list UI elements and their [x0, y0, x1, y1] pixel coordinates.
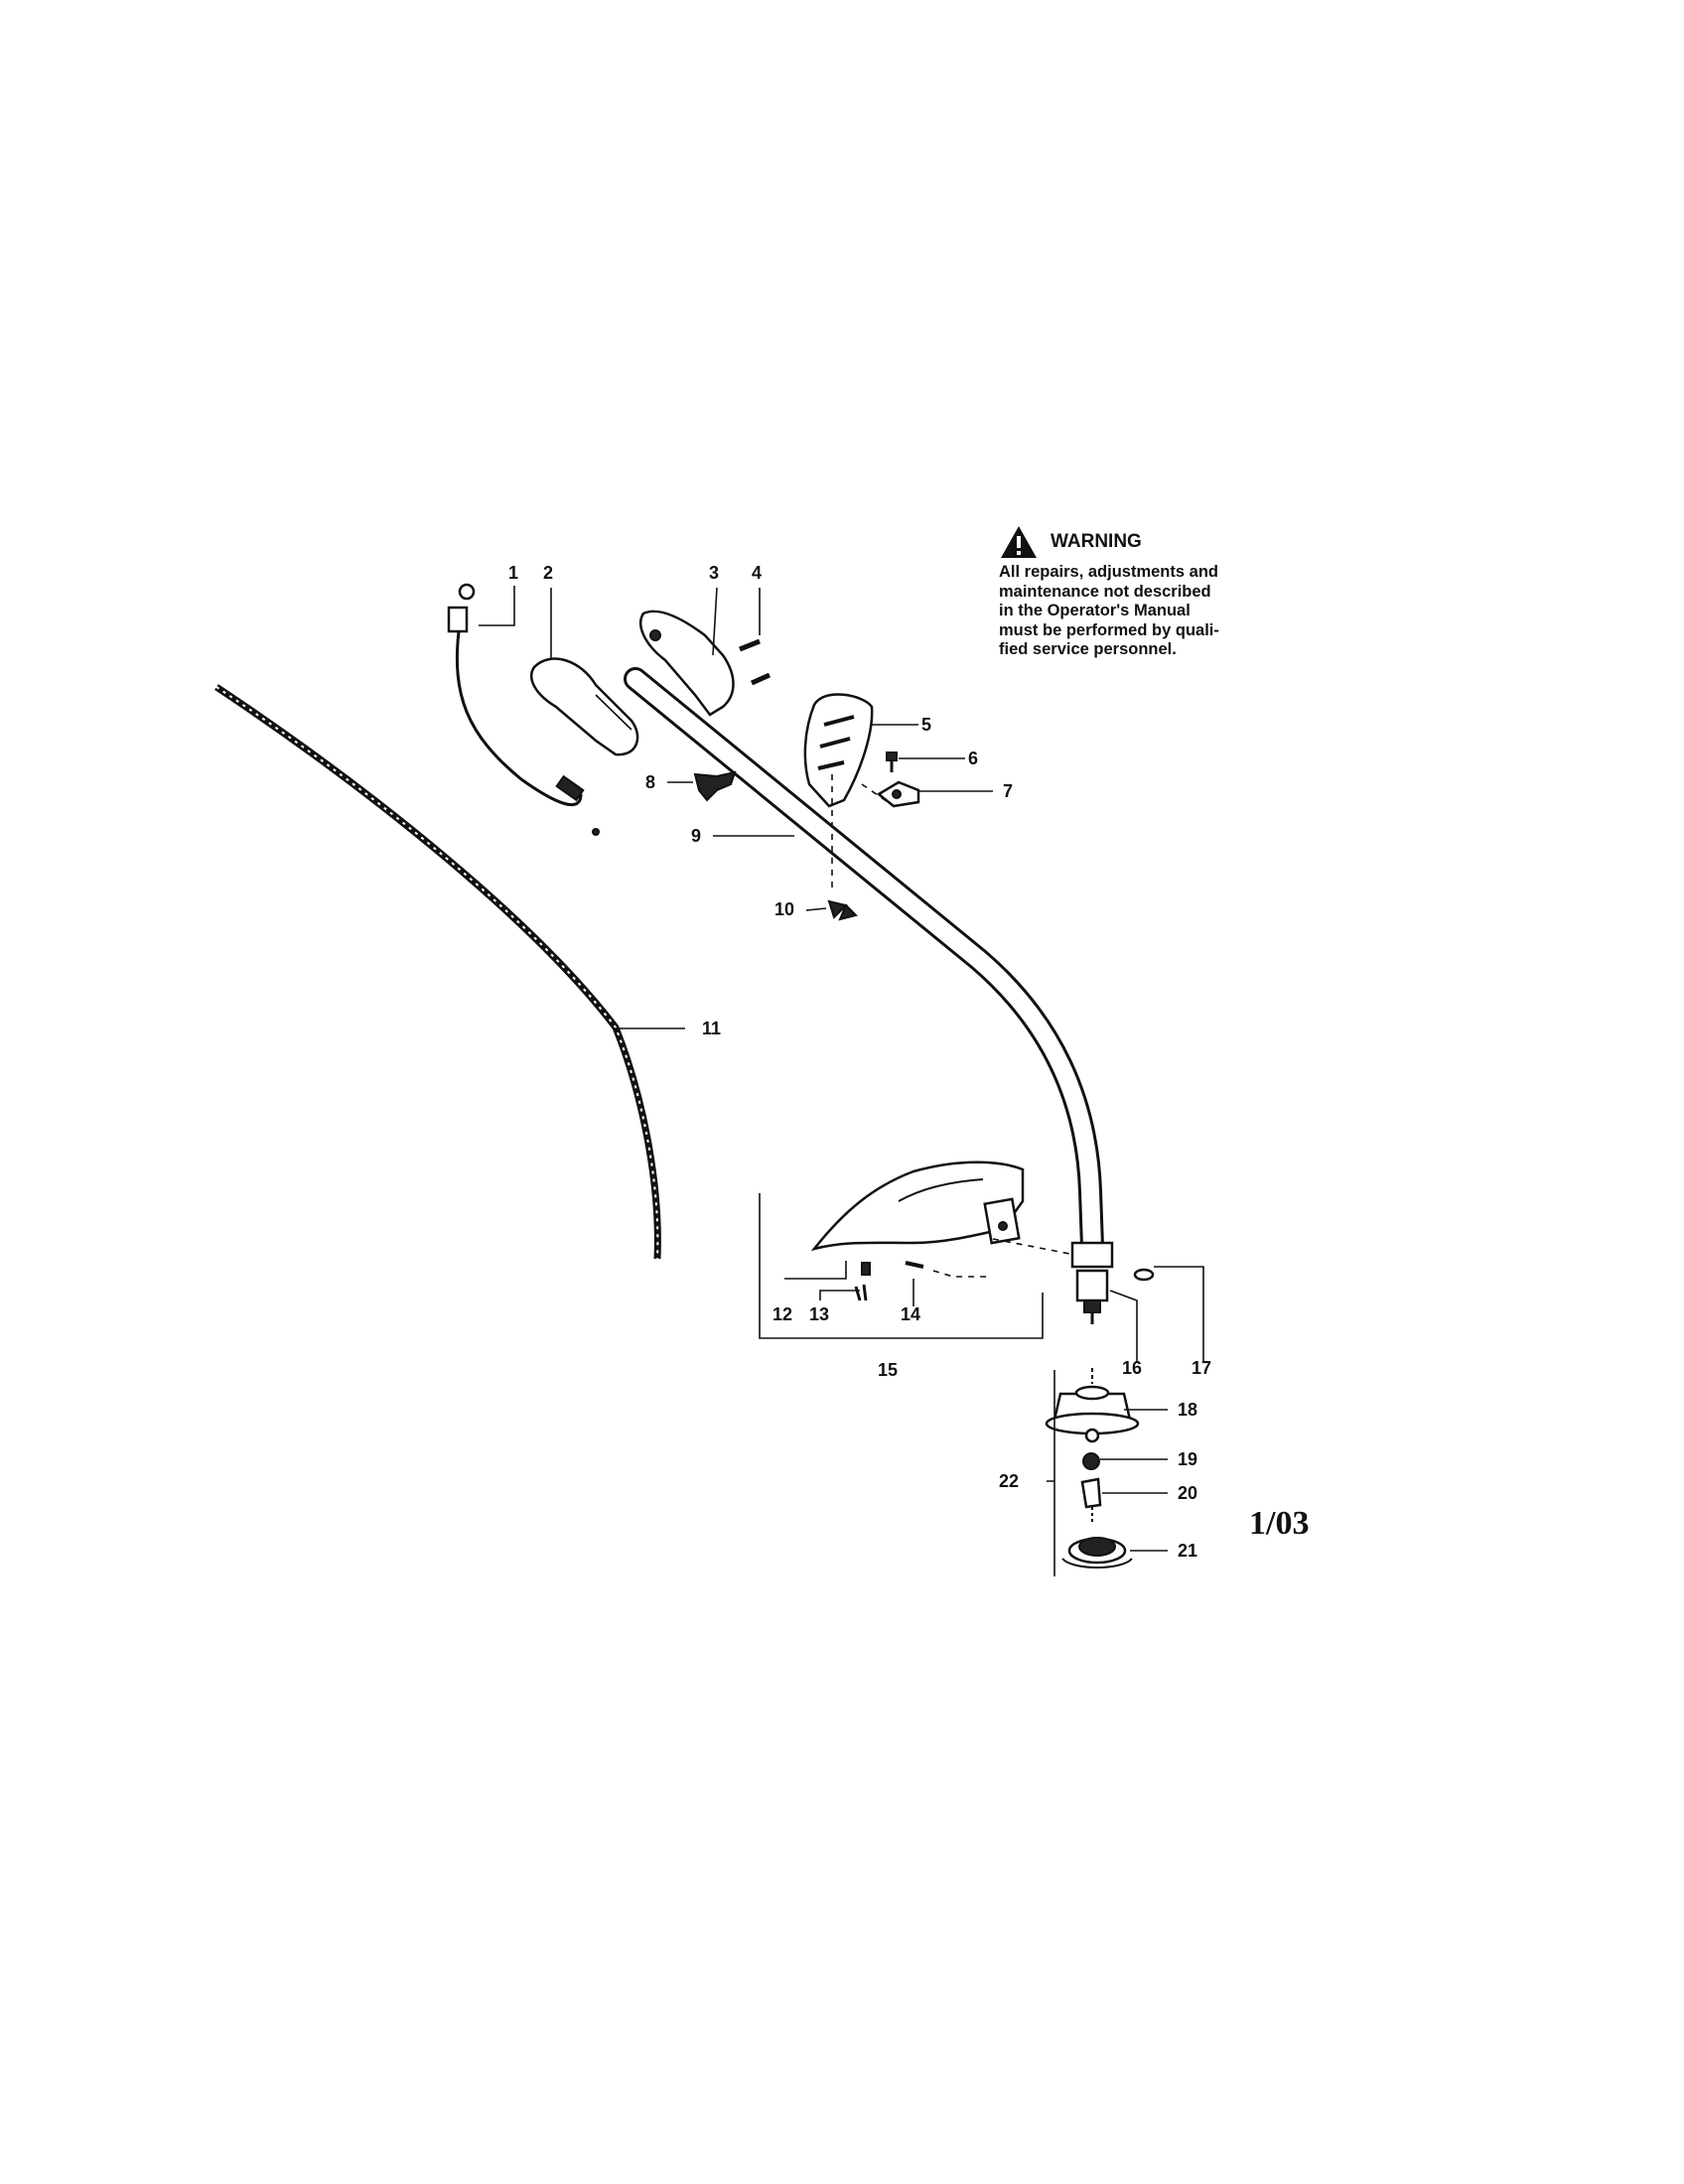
retaining-clip — [1133, 1268, 1155, 1282]
drive-shaft — [214, 684, 661, 1260]
throttle-cable — [447, 583, 600, 836]
knob — [693, 770, 737, 802]
callout-11: 11 — [702, 1019, 721, 1038]
warning-line: must be performed by quali- — [999, 620, 1219, 639]
trimmer-head — [1045, 1368, 1140, 1569]
callout-3: 3 — [709, 563, 719, 583]
callout-10: 10 — [774, 899, 794, 919]
callout-1: 1 — [508, 563, 518, 583]
callout-5: 5 — [921, 715, 931, 735]
callout-9: 9 — [691, 826, 701, 846]
callout-7: 7 — [1003, 781, 1013, 801]
callout-6: 6 — [968, 749, 978, 768]
bolt — [886, 751, 898, 772]
gearhead — [1070, 1241, 1114, 1324]
callout-20: 20 — [1178, 1483, 1197, 1503]
wing-nut — [827, 899, 858, 921]
screws — [739, 638, 772, 686]
warning-text: All repairs, adjustments and maintenance… — [999, 563, 1287, 660]
revision-date: 1/03 — [1249, 1505, 1310, 1542]
callout-21: 21 — [1178, 1541, 1197, 1561]
warning-line: in the Operator's Manual — [999, 602, 1191, 619]
callout-18: 18 — [1178, 1400, 1197, 1420]
callout-19: 19 — [1178, 1449, 1197, 1469]
callout-22: 22 — [999, 1471, 1019, 1491]
callout-4: 4 — [752, 563, 762, 583]
handle-clamp — [639, 610, 735, 717]
callout-14: 14 — [901, 1304, 920, 1324]
callout-labels: 1 2 3 4 5 6 7 8 9 10 11 12 13 14 15 16 1… — [508, 563, 1211, 1561]
warning-line: All repairs, adjustments and — [999, 563, 1218, 581]
warning-triangle-icon — [1001, 526, 1037, 558]
callout-8: 8 — [645, 772, 655, 792]
warning-line: maintenance not described — [999, 582, 1211, 601]
callout-13: 13 — [809, 1304, 829, 1324]
callout-2: 2 — [543, 563, 553, 583]
callout-16: 16 — [1122, 1358, 1142, 1378]
callout-15: 15 — [878, 1360, 898, 1380]
warning-header: WARNING — [999, 524, 1287, 560]
leader-lines — [479, 586, 1204, 1576]
drive-tube — [624, 667, 1104, 1258]
trimmer-guard — [810, 1160, 1025, 1301]
handle-bracket — [876, 780, 920, 808]
callout-12: 12 — [772, 1304, 792, 1324]
rear-grip — [530, 657, 639, 756]
front-handle — [803, 693, 874, 808]
warning-notice: WARNING All repairs, adjustments and mai… — [999, 524, 1287, 660]
warning-line: fied service personnel. — [999, 640, 1177, 658]
callout-17: 17 — [1192, 1358, 1211, 1378]
warning-title: WARNING — [1051, 531, 1142, 552]
